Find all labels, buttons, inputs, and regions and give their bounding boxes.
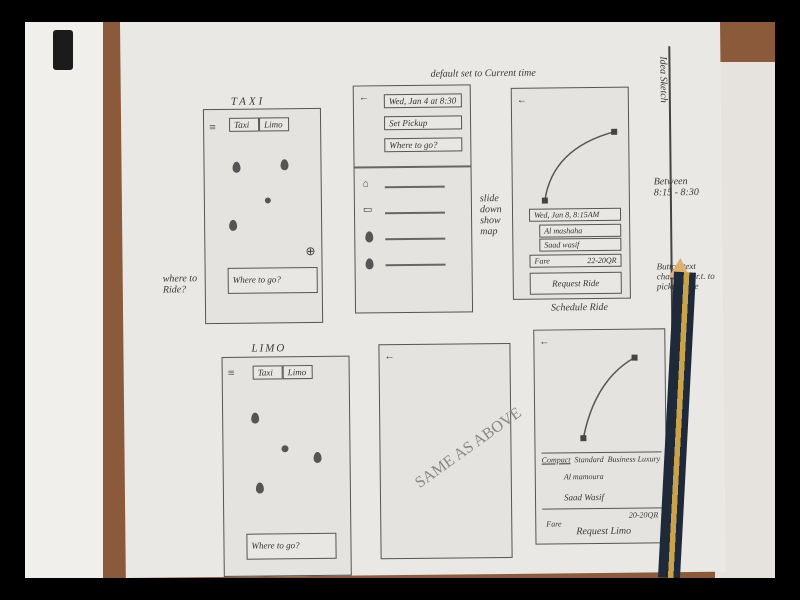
pickup-field[interactable]: Set Pickup: [384, 115, 463, 131]
where-to-button[interactable]: Where to go?: [246, 532, 337, 560]
route-path: [580, 354, 638, 442]
divider: [354, 165, 471, 169]
list-item[interactable]: [385, 211, 446, 214]
same-screen: ← SAME AS ABOVE: [378, 342, 525, 560]
car-pin-icon: [280, 159, 289, 171]
limo-screen: ≡ Taxi Limo Where to go?: [221, 355, 352, 577]
tab-taxi[interactable]: Taxi: [229, 117, 260, 132]
photo: Idea Sketch TAXI ≡ Taxi Limo ⊕ Where to …: [25, 22, 775, 578]
fare-row: Fare 22-20QR: [529, 253, 622, 268]
class-standard[interactable]: Standard: [574, 454, 604, 465]
schedule-date[interactable]: Wed, Jan 8, 8:15AM: [528, 207, 622, 222]
class-business-luxury[interactable]: Business Luxury: [607, 454, 661, 464]
list-item[interactable]: [385, 237, 446, 240]
stop-pickup[interactable]: Al mamoura: [563, 471, 604, 482]
booking-screen: ← Wed, Jan 4 at 8:30 Set Pickup Where to…: [352, 84, 474, 314]
date-field[interactable]: Wed, Jan 4 at 8:30: [383, 93, 462, 109]
location-icon: [281, 445, 289, 453]
stop-dropoff[interactable]: Saad wasif: [539, 237, 622, 252]
limo-request-screen: ← Compact Standard Business Luxury Al ma…: [533, 328, 668, 545]
taxi-screen: ≡ Taxi Limo ⊕ Where to go?: [202, 107, 324, 325]
sheet-label: Idea Sketch: [657, 56, 669, 103]
note-time-window: Between 8:15 - 8:30: [653, 176, 699, 199]
back-arrow-icon[interactable]: ←: [384, 351, 395, 363]
where-to-button[interactable]: Where to go?: [227, 266, 318, 294]
destination-field[interactable]: Where to go?: [384, 137, 463, 153]
place-pin-icon: [365, 231, 374, 243]
car-pin-icon: [255, 482, 264, 494]
car-pin-icon: [251, 412, 260, 424]
route-path: [541, 128, 618, 204]
tab-limo[interactable]: Limo: [282, 365, 313, 380]
back-paper: [715, 62, 775, 578]
car-pin-icon: [232, 161, 241, 173]
white-card: [25, 22, 103, 578]
back-arrow-icon[interactable]: ←: [358, 92, 369, 104]
menu-icon: ≡: [209, 120, 216, 135]
note-slide-down: slide down show map: [479, 193, 502, 238]
list-item[interactable]: [384, 185, 445, 188]
car-pin-icon: [313, 451, 322, 463]
schedule-caption: Schedule Ride: [550, 301, 608, 314]
note-where-ride: where to Ride?: [162, 273, 198, 296]
place-pin-icon: [365, 258, 374, 270]
tab-limo[interactable]: Limo: [259, 117, 290, 132]
home-icon[interactable]: ⌂: [362, 178, 369, 190]
schedule-screen: ← Wed, Jan 8, 8:15AM Al mashaha Saad was…: [510, 86, 631, 300]
request-ride-button[interactable]: Request Ride: [529, 271, 622, 295]
car-pin-icon: [229, 219, 238, 231]
same-as-above-text: SAME AS ABOVE: [412, 404, 525, 492]
sketch-paper: Idea Sketch TAXI ≡ Taxi Limo ⊕ Where to …: [120, 22, 726, 578]
stop-pickup[interactable]: Al mashaha: [539, 223, 622, 238]
location-icon: [264, 197, 271, 204]
stop-dropoff[interactable]: Saad Wasif: [563, 491, 604, 503]
class-compact[interactable]: Compact: [541, 455, 571, 465]
fare-value: 20-20QR: [628, 510, 659, 520]
request-limo-button[interactable]: Request Limo: [576, 525, 632, 538]
fare-label: Fare: [546, 519, 562, 529]
menu-icon: ≡: [227, 365, 235, 380]
taxi-title: TAXI: [230, 95, 266, 108]
fare-value: 22-20QR: [587, 255, 617, 266]
work-icon[interactable]: ▭: [362, 204, 373, 216]
locate-icon[interactable]: ⊕: [305, 243, 316, 259]
note-default-time: default set to Current time: [430, 67, 536, 80]
list-item[interactable]: [385, 263, 446, 266]
tab-taxi[interactable]: Taxi: [252, 365, 283, 380]
limo-title: LIMO: [251, 342, 287, 355]
fare-label: Fare: [534, 256, 550, 266]
binder-clip: [53, 30, 73, 70]
limo-class-tabs: Compact Standard Business Luxury: [541, 451, 662, 465]
